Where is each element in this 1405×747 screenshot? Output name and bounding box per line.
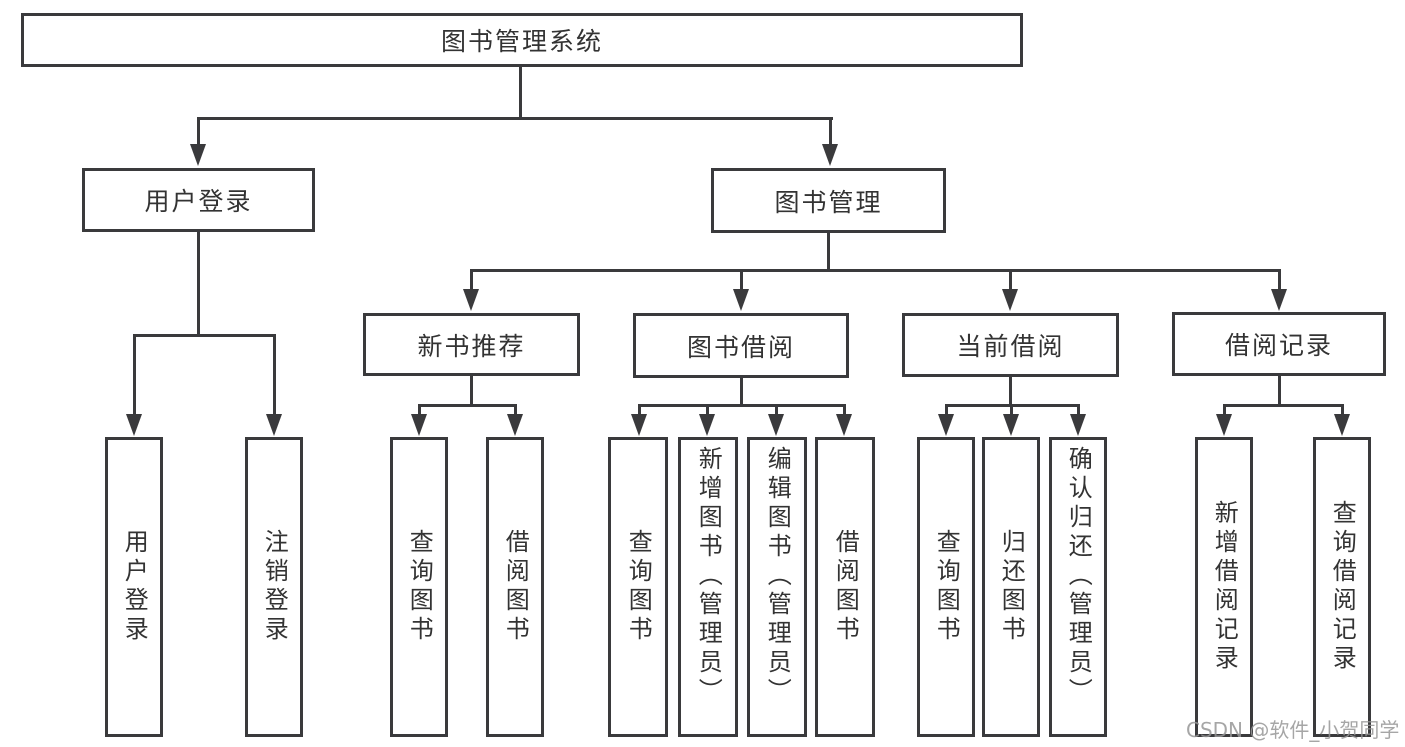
arrow-down-icon (266, 414, 282, 436)
node-new-book-recommend: 新书推荐 (363, 313, 580, 376)
connector-line (514, 404, 517, 415)
node-user-login-label: 用户登录 (144, 187, 253, 216)
connector-line (133, 334, 136, 415)
leaf-current-return-label: 归还图书 (997, 529, 1026, 645)
node-user-login: 用户登录 (82, 168, 315, 232)
connector-line (775, 404, 778, 415)
watermark-text: CSDN @软件_小贺同学 (1186, 718, 1400, 742)
connector-line (638, 404, 641, 415)
arrow-down-icon (768, 414, 784, 436)
node-root: 图书管理系统 (21, 13, 1023, 67)
connector-line (519, 67, 522, 119)
arrow-down-icon (507, 414, 523, 436)
leaf-records-add-label: 新增借阅记录 (1210, 500, 1239, 674)
arrow-down-icon (1216, 414, 1232, 436)
node-borrow-records-label: 借阅记录 (1224, 331, 1333, 360)
arrow-down-icon (836, 414, 852, 436)
connector-line (1278, 375, 1281, 406)
connector-line (945, 404, 948, 415)
connector-line (1009, 269, 1012, 290)
arrow-down-icon (1334, 414, 1350, 436)
leaf-current-query: 查询图书 (917, 437, 975, 737)
arrow-down-icon (1002, 289, 1018, 311)
node-book-management-label: 图书管理 (774, 187, 883, 217)
arrow-down-icon (699, 414, 715, 436)
connector-line (133, 334, 275, 337)
leaf-logout-label: 注销登录 (260, 529, 289, 645)
leaf-borrow-borrow-label: 借阅图书 (831, 529, 860, 645)
arrow-down-icon (938, 414, 954, 436)
connector-line (197, 117, 200, 146)
arrow-down-icon (126, 414, 142, 436)
connector-line (1077, 404, 1080, 415)
leaf-user-login-label: 用户登录 (120, 529, 149, 645)
leaf-records-query: 查询借阅记录 (1313, 437, 1371, 737)
connector-line (1009, 376, 1012, 406)
leaf-newbooks-query-label: 查询图书 (405, 529, 434, 645)
connector-line (706, 404, 709, 415)
leaf-newbooks-borrow-label: 借阅图书 (501, 529, 530, 645)
connector-line (470, 375, 473, 406)
leaf-borrow-edit-admin-label: 编辑图书（管理员） (763, 446, 792, 707)
connector-line (1223, 404, 1226, 415)
leaf-current-confirm-admin-label: 确认归还（管理员） (1064, 446, 1093, 707)
leaf-records-query-label: 查询借阅记录 (1328, 500, 1357, 674)
leaf-user-login: 用户登录 (105, 437, 163, 737)
leaf-current-return: 归还图书 (982, 437, 1040, 737)
arrow-down-icon (1003, 414, 1019, 436)
leaf-borrow-query: 查询图书 (608, 437, 668, 737)
node-new-book-recommend-label: 新书推荐 (417, 331, 526, 361)
leaf-borrow-edit-admin: 编辑图书（管理员） (747, 437, 807, 737)
connector-line (1010, 404, 1013, 415)
leaf-newbooks-borrow: 借阅图书 (486, 437, 544, 737)
connector-line (273, 334, 276, 415)
leaf-current-query-label: 查询图书 (932, 529, 961, 645)
arrow-down-icon (631, 414, 647, 436)
arrow-down-icon (463, 289, 479, 311)
connector-line (1223, 404, 1343, 407)
arrow-down-icon (1070, 414, 1086, 436)
node-borrow-records: 借阅记录 (1172, 312, 1386, 376)
leaf-newbooks-query: 查询图书 (390, 437, 448, 737)
arrow-down-icon (822, 144, 838, 166)
leaf-logout: 注销登录 (245, 437, 303, 737)
connector-line (470, 269, 1281, 272)
node-root-label: 图书管理系统 (440, 27, 603, 56)
arrow-down-icon (1271, 289, 1287, 311)
leaf-borrow-add-admin-label: 新增图书（管理员） (694, 446, 723, 707)
connector-line (740, 269, 743, 290)
connector-line (470, 269, 473, 290)
leaf-borrow-borrow: 借阅图书 (815, 437, 875, 737)
node-book-borrow: 图书借阅 (633, 313, 849, 378)
arrow-down-icon (733, 289, 749, 311)
connector-line (418, 404, 517, 407)
connector-line (829, 117, 832, 146)
leaf-borrow-add-admin: 新增图书（管理员） (678, 437, 738, 737)
arrow-down-icon (190, 144, 206, 166)
connector-line (740, 377, 743, 406)
leaf-borrow-query-label: 查询图书 (624, 529, 653, 645)
connector-line (827, 232, 830, 271)
leaf-current-confirm-admin: 确认归还（管理员） (1049, 437, 1107, 737)
connector-line (1341, 404, 1344, 415)
node-book-borrow-label: 图书借阅 (686, 332, 795, 362)
node-current-borrow-label: 当前借阅 (956, 332, 1065, 361)
connector-line (197, 117, 833, 120)
node-current-borrow: 当前借阅 (902, 313, 1119, 377)
connector-line (638, 404, 844, 407)
connector-line (418, 404, 421, 415)
arrow-down-icon (411, 414, 427, 436)
connector-line (197, 231, 200, 335)
connector-line (843, 404, 846, 415)
connector-line (1278, 269, 1281, 290)
node-book-management: 图书管理 (711, 168, 946, 233)
leaf-records-add: 新增借阅记录 (1195, 437, 1253, 737)
